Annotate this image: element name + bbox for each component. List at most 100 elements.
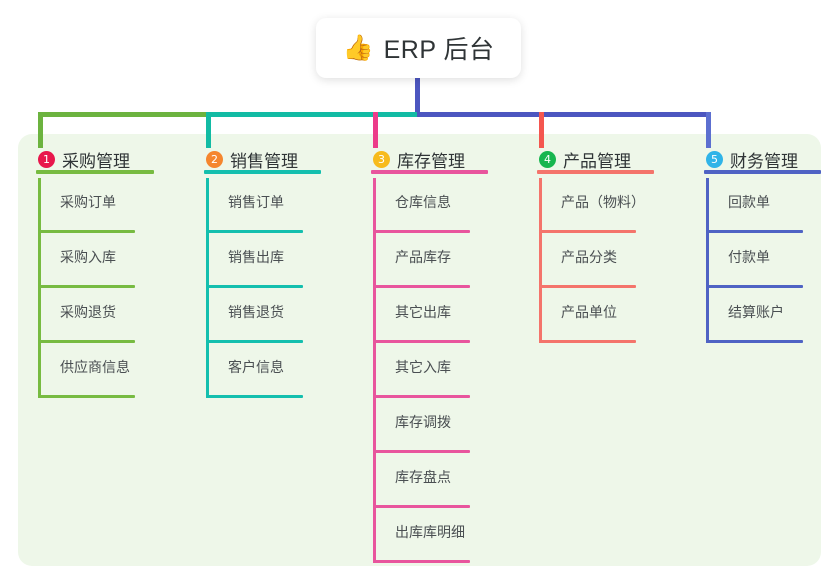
- branch-item-underline: [373, 560, 470, 563]
- branch-column-库存管理: 3 库存管理仓库信息产品库存其它出库其它入库库存调拨库存盘点出库库明细: [363, 144, 488, 563]
- branch-item-label: 销售订单: [228, 194, 284, 210]
- branch-item-underline: [206, 285, 303, 288]
- branch-item-label: 采购入库: [60, 249, 116, 265]
- branch-item-underline: [373, 340, 470, 343]
- branch-item[interactable]: 采购订单: [28, 178, 135, 233]
- branch-item-label: 其它出库: [395, 304, 451, 320]
- branch-spine: [539, 178, 542, 343]
- branch-item[interactable]: 销售出库: [196, 233, 303, 288]
- branch-item[interactable]: 供应商信息: [28, 343, 135, 398]
- branch-number-badge: 1: [38, 150, 55, 168]
- bus-green: [38, 112, 206, 117]
- branch-item-label: 供应商信息: [60, 359, 130, 375]
- branch-header-underline: [704, 170, 821, 174]
- trunk-line: [415, 76, 420, 117]
- branch-number-badge: 2: [206, 150, 223, 168]
- branch-item[interactable]: 其它出库: [363, 288, 470, 343]
- branch-header-underline: [204, 170, 321, 174]
- branch-column-销售管理: 2 销售管理销售订单销售出库销售退货客户信息: [196, 144, 321, 398]
- branch-spine: [38, 178, 41, 398]
- branch-item-list: 回款单付款单结算账户: [696, 178, 803, 343]
- branch-item[interactable]: 库存调拨: [363, 398, 470, 453]
- branch-item-underline: [38, 340, 135, 343]
- branch-item[interactable]: 采购退货: [28, 288, 135, 343]
- drop-line-1: [38, 112, 43, 148]
- branch-item[interactable]: 产品分类: [529, 233, 636, 288]
- branch-item-underline: [539, 340, 636, 343]
- branch-header-1[interactable]: 1 采购管理: [28, 144, 154, 174]
- branch-item[interactable]: 产品库存: [363, 233, 470, 288]
- branch-item-underline: [373, 505, 470, 508]
- branch-title-label: 销售管理: [230, 151, 298, 171]
- branch-header-2[interactable]: 2 销售管理: [196, 144, 321, 174]
- branch-item-label: 出库库明细: [395, 524, 465, 540]
- branch-item[interactable]: 客户信息: [196, 343, 303, 398]
- branch-number-badge: 3: [373, 150, 390, 168]
- branch-item[interactable]: 库存盘点: [363, 453, 470, 508]
- branch-item[interactable]: 仓库信息: [363, 178, 470, 233]
- branch-item-label: 库存调拨: [395, 414, 451, 430]
- branch-item[interactable]: 产品单位: [529, 288, 636, 343]
- branch-item-label: 产品库存: [395, 249, 451, 265]
- branch-item-underline: [706, 340, 803, 343]
- branch-item-label: 销售出库: [228, 249, 284, 265]
- branch-item[interactable]: 产品（物料）: [529, 178, 645, 233]
- branches-panel: [18, 134, 821, 566]
- branch-item[interactable]: 结算账户: [696, 288, 803, 343]
- branch-item-list: 销售订单销售出库销售退货客户信息: [196, 178, 303, 398]
- branch-item-underline: [706, 285, 803, 288]
- branch-header-underline: [537, 170, 654, 174]
- branch-number-badge: 4: [539, 150, 556, 168]
- branch-title-label: 产品管理: [563, 151, 631, 171]
- branch-item-label: 仓库信息: [395, 194, 451, 210]
- branch-item[interactable]: 销售退货: [196, 288, 303, 343]
- bus-indigo: [417, 112, 711, 117]
- branch-item-label: 结算账户: [728, 304, 784, 320]
- branch-item-label: 采购退货: [60, 304, 116, 320]
- branch-column-采购管理: 1 采购管理采购订单采购入库采购退货供应商信息: [28, 144, 154, 398]
- branch-item-underline: [373, 230, 470, 233]
- branch-item-label: 产品（物料）: [561, 194, 645, 210]
- branch-item-underline: [38, 285, 135, 288]
- branch-item-underline: [539, 285, 636, 288]
- branch-item-label: 客户信息: [228, 359, 284, 375]
- branch-title-label: 采购管理: [62, 151, 130, 171]
- branch-item-list: 仓库信息产品库存其它出库其它入库库存调拨库存盘点出库库明细: [363, 178, 470, 563]
- branch-spine: [373, 178, 376, 563]
- root-node-erp-backend[interactable]: 👍 ERP 后台: [316, 18, 521, 78]
- branch-item[interactable]: 出库库明细: [363, 508, 470, 563]
- root-node-label: ERP 后台: [383, 36, 495, 64]
- branch-item-label: 产品单位: [561, 304, 617, 320]
- drop-line-3: [373, 112, 378, 148]
- branch-item[interactable]: 采购入库: [28, 233, 135, 288]
- thumbs-up-icon: 👍: [342, 33, 374, 62]
- branch-item-list: 产品（物料） 产品分类产品单位: [529, 178, 645, 343]
- branch-item-underline: [539, 230, 636, 233]
- branch-item-underline: [373, 285, 470, 288]
- drop-line-2: [206, 112, 211, 148]
- branch-header-underline: [36, 170, 154, 174]
- bus-teal: [206, 112, 417, 117]
- branch-item-label: 产品分类: [561, 249, 617, 265]
- branch-item[interactable]: 销售订单: [196, 178, 303, 233]
- branch-item-label: 采购订单: [60, 194, 116, 210]
- branch-header-underline: [371, 170, 488, 174]
- branch-header-3[interactable]: 3 库存管理: [363, 144, 488, 174]
- branch-item-label: 其它入库: [395, 359, 451, 375]
- branch-item[interactable]: 其它入库: [363, 343, 470, 398]
- branch-item[interactable]: 付款单: [696, 233, 803, 288]
- branch-title-label: 库存管理: [397, 151, 465, 171]
- branch-item-underline: [706, 230, 803, 233]
- branch-item-label: 库存盘点: [395, 469, 451, 485]
- branch-item-underline: [38, 395, 135, 398]
- drop-line-4: [539, 112, 544, 148]
- branch-item-underline: [206, 395, 303, 398]
- branch-item[interactable]: 回款单: [696, 178, 803, 233]
- branch-item-label: 回款单: [728, 194, 770, 210]
- branch-item-label: 销售退货: [228, 304, 284, 320]
- branch-header-4[interactable]: 4 产品管理: [529, 144, 654, 174]
- branch-item-label: 付款单: [728, 249, 770, 265]
